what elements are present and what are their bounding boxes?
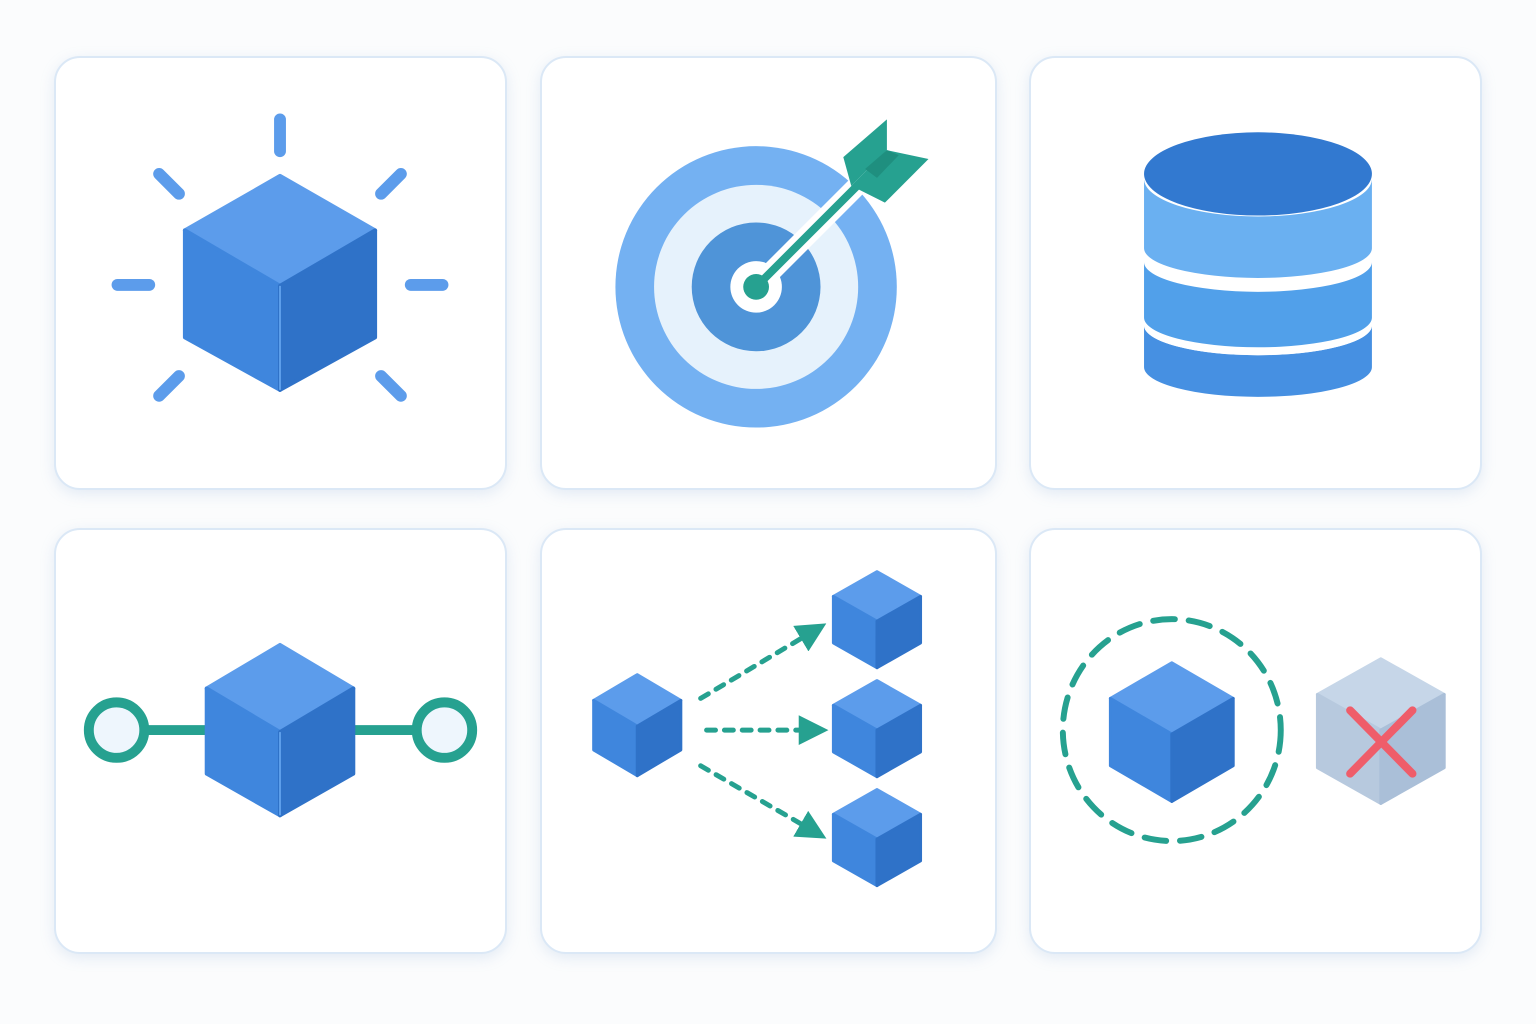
cube-shape: [204, 642, 356, 818]
connected-cube-icon: [83, 642, 478, 818]
isolated-cube-rejected-icon: [1059, 616, 1446, 845]
cube-shape: [182, 173, 378, 392]
cube-distribution-icon: [592, 570, 923, 888]
target-cube-middle: [831, 679, 923, 779]
dashed-arrows: [698, 623, 829, 839]
target-cube-bottom: [831, 788, 923, 888]
target-arrow-icon: [615, 119, 929, 428]
radiating-cube-icon: [111, 113, 449, 402]
source-cube: [592, 673, 683, 778]
dashed-boundary: [1059, 616, 1284, 845]
cross-icon: [1346, 706, 1417, 778]
target-cube-top: [831, 570, 923, 670]
cube-shape: [1108, 661, 1235, 803]
card-radiating-cube: [54, 56, 507, 490]
card-connected-cube: [54, 528, 507, 954]
arrow-shape: [730, 119, 929, 313]
left-node: [83, 697, 150, 763]
database-stack: [1144, 132, 1372, 397]
card-distribution: [540, 528, 997, 954]
card-isolated-cube: [1029, 528, 1482, 954]
database-icon: [1144, 132, 1372, 397]
right-node: [411, 697, 478, 763]
faded-cube: [1315, 657, 1446, 805]
card-target: [540, 56, 997, 490]
radiating-rays: [111, 113, 449, 402]
card-database: [1029, 56, 1482, 490]
